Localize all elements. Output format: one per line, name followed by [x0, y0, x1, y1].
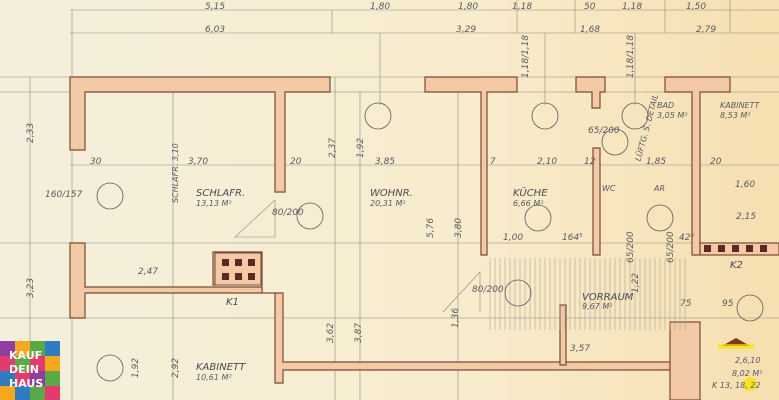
dim-label: 1,92: [356, 138, 366, 158]
dim-label: 3,80: [454, 218, 464, 238]
dim-label: 160/157: [45, 190, 83, 200]
room-area: 6,66 M²: [513, 199, 544, 208]
dim-label: 1,18: [512, 2, 532, 12]
room-area: 20,31 M²: [370, 199, 406, 208]
dim-label: 1,36: [451, 308, 461, 328]
room-area: 9,67 M²: [582, 302, 613, 311]
dim-label: 1,92: [131, 358, 141, 378]
dim-label: 42⁵: [679, 233, 694, 243]
room-labels: SCHLAFR. 13,13 M² WOHNR. 20,31 M² KÜCHE …: [196, 101, 760, 382]
dim-label: 6,03: [205, 25, 225, 35]
dim-label: 1,22: [631, 273, 641, 293]
chimney-k1: [214, 252, 262, 286]
dim-label: 3,62: [326, 323, 336, 343]
annotation-date: 2,6,10: [735, 356, 760, 365]
chimney-label: K2: [730, 260, 743, 271]
logo-line: KAUF: [9, 349, 42, 362]
dim-label: 75: [680, 299, 692, 309]
dim-label: 1,18: [622, 2, 642, 12]
dim-label: 12: [584, 157, 596, 167]
dim-label: 30: [90, 157, 102, 167]
dim-label: 1,80: [458, 2, 478, 12]
room-name: BAD: [657, 101, 674, 110]
room-area: 10,61 M²: [196, 373, 232, 382]
kauf-dein-haus-logo: KAUF DEIN HAUS: [0, 341, 60, 400]
dim-label: 3,85: [375, 157, 395, 167]
annotation-ref: K 13, 18, 22: [712, 381, 761, 390]
room-name: WC: [602, 184, 616, 193]
room-name: KÜCHE: [513, 186, 548, 199]
dim-label: SCHLAFR. 3,10: [171, 143, 180, 203]
room-area: 8,53 M²: [720, 111, 751, 120]
room-name: AR: [653, 184, 665, 193]
dim-label: 2,33: [26, 123, 36, 143]
logo-line: HAUS: [9, 377, 43, 390]
room-name: KABINETT: [720, 101, 760, 110]
dim-label: 1,18/1,18: [521, 35, 531, 78]
vorraum-hatching: [489, 258, 686, 330]
dim-label: 1,60: [735, 180, 755, 190]
chimney-label: K1: [226, 297, 239, 308]
dim-label: 95: [722, 299, 734, 309]
dim-label: 1,00: [503, 233, 523, 243]
dim-label: 3,57: [570, 344, 590, 354]
room-area: 13,13 M²: [196, 199, 232, 208]
dim-label: 2,10: [537, 157, 557, 167]
dim-label: 2,47: [138, 267, 158, 277]
dim-label: 7: [490, 157, 496, 167]
dim-label: 2,15: [736, 212, 756, 222]
room-name: KABINETT: [196, 362, 246, 373]
room-name: VORRAUM: [582, 292, 634, 303]
handwritten-annotation: 2,6,10 8,02 M² K 13, 18, 22: [712, 338, 763, 391]
dim-label: 1,50: [686, 2, 706, 12]
dim-label: 2,37: [328, 138, 338, 158]
dim-label: 2,79: [696, 25, 716, 35]
dim-label: 80/200: [272, 208, 304, 218]
dim-label: 3,23: [26, 278, 36, 298]
light-fixtures: [96, 102, 764, 382]
room-area: 3,05 M²: [657, 111, 688, 120]
room-name: SCHLAFR.: [196, 188, 245, 199]
dim-label: 65/200: [588, 126, 620, 136]
dim-label: 5,15: [205, 2, 225, 12]
dim-label: 20: [710, 157, 722, 167]
dim-label: 3,29: [456, 25, 476, 35]
dim-label: 5,76: [426, 218, 436, 238]
dim-label: 20: [290, 157, 302, 167]
dim-label: 1,68: [580, 25, 600, 35]
dim-label: 164⁵: [562, 233, 583, 243]
dim-label: 1,18/1,18: [626, 35, 636, 78]
dim-label: 80/200: [472, 285, 504, 295]
dimension-labels: 5,15 1,80 1,80 1,18 50 1,18 1,50 6,03 3,…: [26, 2, 756, 378]
room-name: WOHNR.: [370, 188, 413, 199]
chimney-k2: [704, 245, 767, 252]
logo-line: DEIN: [9, 363, 39, 376]
dim-label: 65/200: [626, 231, 636, 263]
dim-label: 3,70: [188, 157, 208, 167]
annotation-area: 8,02 M²: [732, 369, 763, 378]
dim-label: 1,85: [646, 157, 666, 167]
dim-label: 50: [584, 2, 596, 12]
dim-label: 3,87: [354, 323, 364, 343]
dim-label: 65/200: [666, 231, 676, 263]
dim-label: 1,80: [370, 2, 390, 12]
dim-label: 2,92: [171, 358, 181, 378]
